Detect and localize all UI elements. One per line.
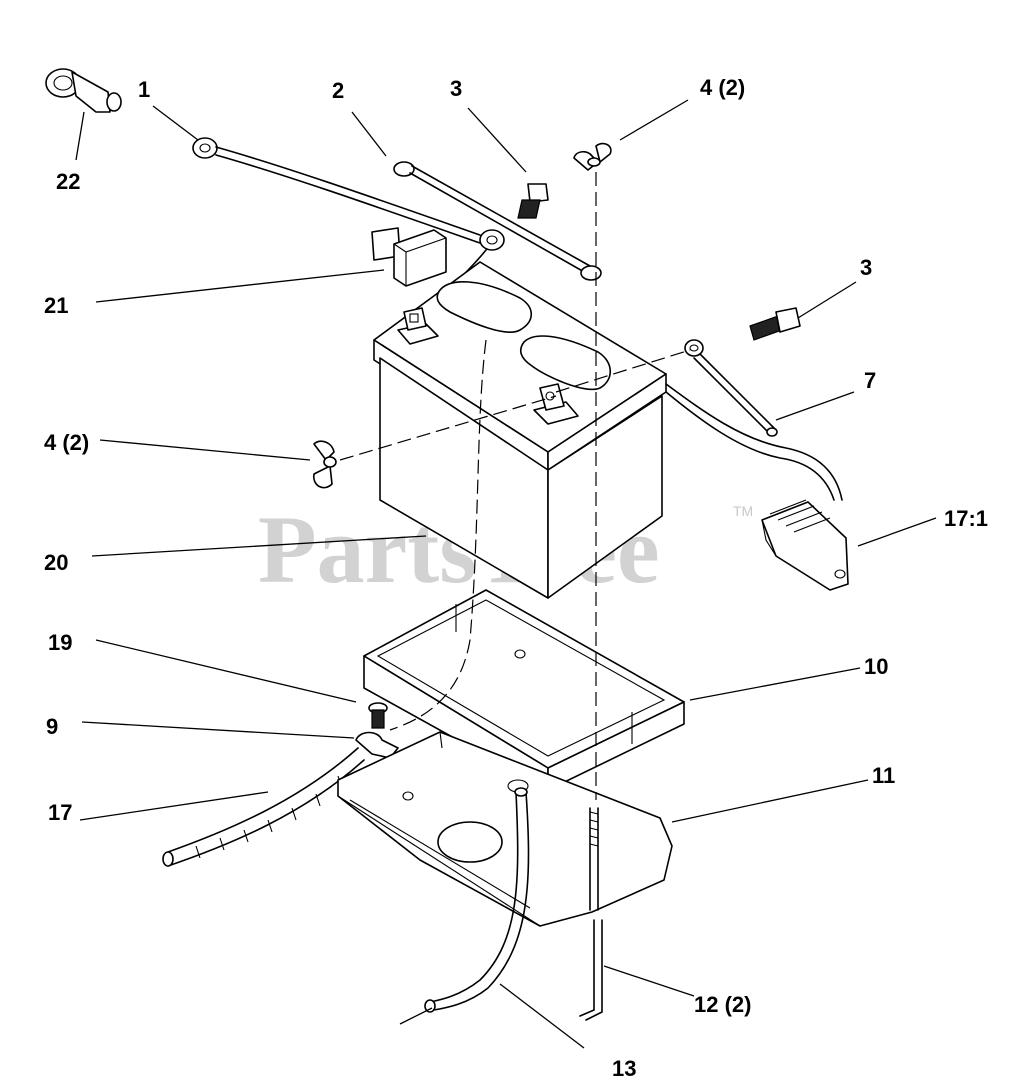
part-3-bolt-top bbox=[517, 183, 549, 219]
callout-22: 22 bbox=[56, 169, 80, 194]
callout-20: 20 bbox=[44, 550, 68, 575]
part-13-hose bbox=[424, 787, 530, 1013]
callout-11: 11 bbox=[872, 763, 895, 788]
assembly-line-rod-left bbox=[389, 339, 487, 731]
callout-4-top: 4 (2) bbox=[700, 75, 745, 100]
part-11-bracket bbox=[337, 731, 673, 927]
callout-21: 21 bbox=[44, 293, 68, 318]
part-22-terminal-boot bbox=[45, 68, 122, 113]
part-21-connector bbox=[371, 227, 447, 287]
callout-10: 10 bbox=[864, 654, 888, 679]
part-4-wing-nut-left bbox=[313, 440, 337, 489]
part-12-rods bbox=[579, 807, 603, 1021]
callout-3-right: 3 bbox=[860, 255, 872, 280]
callout-12: 12 (2) bbox=[694, 992, 751, 1017]
assembly-line-bolt-right bbox=[555, 349, 691, 393]
part-19-bolt bbox=[368, 702, 388, 729]
callout-17-1: 17:1 bbox=[944, 506, 988, 531]
callout-2: 2 bbox=[332, 78, 344, 103]
callout-9: 9 bbox=[46, 714, 58, 739]
callout-19: 19 bbox=[48, 630, 72, 655]
part-1-battery-cable bbox=[192, 137, 505, 301]
part-3-bolt-right bbox=[749, 307, 801, 341]
watermark-trademark: TM bbox=[733, 503, 753, 519]
part-20-battery bbox=[373, 261, 667, 599]
part-4-wing-nut-top bbox=[573, 142, 612, 171]
part-17-conduit bbox=[162, 747, 365, 867]
callout-4-left: 4 (2) bbox=[44, 430, 89, 455]
part-7-cable bbox=[684, 339, 778, 437]
callout-7: 7 bbox=[864, 368, 876, 393]
callout-17: 17 bbox=[48, 800, 72, 825]
assembly-line-wingnut bbox=[339, 395, 557, 461]
leader-lines bbox=[75, 99, 937, 1049]
part-17-1-connector-cable bbox=[665, 383, 849, 591]
callout-1: 1 bbox=[138, 77, 150, 102]
callout-13: 13 bbox=[612, 1056, 636, 1081]
callout-3-top: 3 bbox=[450, 76, 462, 101]
